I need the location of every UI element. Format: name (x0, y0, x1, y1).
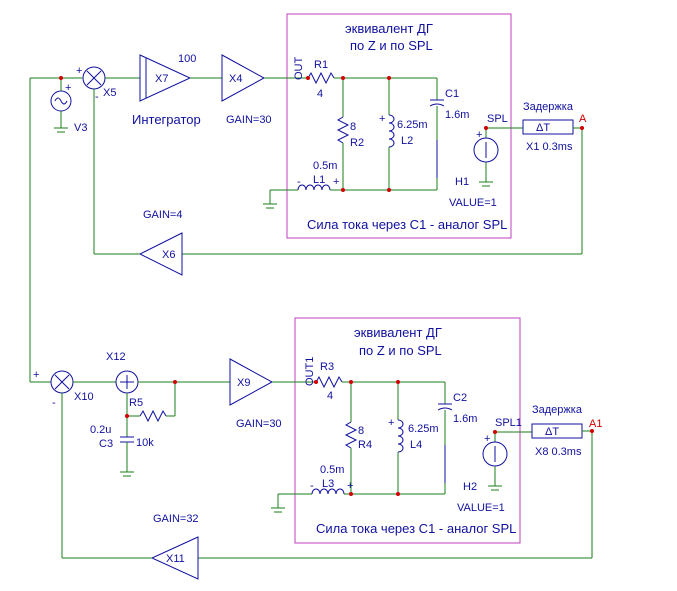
bottom-subcircuit-box (294, 317, 521, 544)
l2-label: L2 (401, 135, 413, 147)
x7-integrator[interactable] (139, 54, 192, 102)
x7-label: X7 (155, 73, 168, 85)
c2-value: 1.6m (453, 413, 477, 425)
x1-label: X1 0.3ms (526, 141, 573, 153)
x10-label: X10 (74, 391, 94, 403)
top-circuit: эквивалент ДГ по Z и по SPL V3 + X5 + - (29, 13, 587, 382)
l3-value: 0.5m (320, 464, 344, 476)
r4-value: 8 (358, 425, 364, 437)
c2-label: C2 (453, 392, 467, 404)
out1-label: OUT1 (304, 357, 316, 386)
l4-plus: + (388, 417, 394, 429)
l4-inductor[interactable] (397, 419, 404, 453)
h1-label: H1 (455, 176, 469, 188)
integrator-label: Интегратор (132, 112, 201, 127)
h2-label: H2 (463, 481, 477, 493)
r5-value: 10k (136, 437, 154, 449)
r5-label: R5 (129, 397, 143, 409)
l2-value: 6.25m (397, 119, 428, 131)
r2-resistor[interactable] (336, 116, 350, 144)
r2-value: 8 (350, 121, 356, 133)
x10-minus: - (52, 397, 56, 409)
x7-gain: 100 (178, 53, 196, 65)
c1-label: C1 (445, 88, 459, 100)
l3-plus: + (347, 480, 353, 492)
h1-value: VALUE=1 (449, 197, 497, 209)
x1-delay[interactable] (522, 119, 574, 135)
r1-resistor[interactable] (307, 71, 335, 85)
x6-gain: GAIN=4 (143, 209, 182, 221)
h1-plus: + (476, 129, 482, 141)
x8-delay-symbol: ΔT (545, 426, 559, 438)
x4-label: X4 (229, 73, 242, 85)
delay-title-top: Задержка (523, 101, 574, 113)
l1-inductor[interactable] (297, 184, 331, 191)
bottom-box-title-2: по Z и по SPL (359, 343, 442, 358)
r3-label: R3 (320, 361, 334, 373)
v3-plus: + (65, 82, 71, 94)
a1-label: A1 (589, 418, 602, 430)
r1-value: 4 (317, 88, 323, 100)
top-box-title-1: эквивалент ДГ (345, 21, 433, 36)
top-subcircuit-box (286, 13, 512, 239)
c3-value: 0.2u (90, 424, 111, 436)
x11-gain: GAIN=32 (153, 513, 199, 525)
bottom-current-label: Сила тока через C1 - аналог SPL (316, 521, 516, 536)
x6-label: X6 (162, 249, 175, 261)
spl1-label: SPL1 (495, 417, 522, 429)
x6-amplifier[interactable] (138, 232, 183, 276)
top-current-label: Сила тока через C1 - аналог SPL (307, 217, 507, 232)
l1-plus: + (333, 176, 339, 188)
out-label: OUT (293, 57, 305, 81)
x11-amplifier[interactable] (150, 536, 199, 580)
bottom-box-title-1: эквивалент ДГ (354, 325, 442, 340)
l1-minus: - (297, 176, 301, 188)
x11-label: X11 (166, 553, 185, 565)
c3-label: C3 (99, 438, 113, 450)
x10-plus: + (33, 369, 39, 381)
spl-label: SPL (487, 113, 508, 125)
h2-value: VALUE=1 (457, 502, 505, 514)
l3-inductor[interactable] (311, 488, 345, 495)
c1-value: 1.6m (445, 109, 469, 121)
top-box-title-2: по Z и по SPL (350, 38, 433, 53)
x5-plus: + (76, 65, 82, 77)
delay-title-bottom: Задержка (532, 404, 583, 416)
r5-resistor[interactable] (139, 409, 167, 423)
l2-plus: + (379, 113, 385, 125)
x12-adder[interactable] (115, 370, 139, 394)
l3-label: L3 (322, 478, 334, 490)
l1-label: L1 (313, 174, 325, 186)
x12-label: X12 (106, 351, 126, 363)
r3-resistor[interactable] (315, 375, 343, 389)
l2-inductor[interactable] (388, 114, 395, 148)
bottom-circuit: эквивалент ДГ по Z и по SPL X10 + - X12 … (30, 317, 602, 580)
r4-resistor[interactable] (344, 421, 358, 449)
x4-amplifier[interactable] (221, 54, 266, 102)
x5-label: X5 (103, 87, 116, 99)
l4-value: 6.25m (408, 423, 439, 435)
x9-gain: GAIN=30 (236, 418, 282, 430)
x8-label: X8 0.3ms (535, 446, 582, 458)
r3-value: 4 (327, 390, 333, 402)
x5-minus: - (95, 91, 99, 103)
v3-source[interactable] (50, 78, 72, 133)
a-label: A (579, 113, 587, 125)
r1-label: R1 (314, 59, 328, 71)
l4-label: L4 (410, 439, 422, 451)
x5-summer[interactable] (82, 66, 106, 90)
x9-label: X9 (237, 377, 250, 389)
x10-summer[interactable] (50, 370, 74, 394)
v3-label: V3 (74, 122, 87, 134)
x9-amplifier[interactable] (229, 358, 274, 406)
l3-minus: - (310, 480, 314, 492)
r4-label: R4 (358, 439, 372, 451)
x4-gain: GAIN=30 (226, 114, 272, 126)
r2-label: R2 (350, 137, 364, 149)
x1-delay-symbol: ΔT (536, 122, 550, 134)
h2-plus: + (484, 433, 490, 445)
l1-value: 0.5m (313, 160, 337, 172)
